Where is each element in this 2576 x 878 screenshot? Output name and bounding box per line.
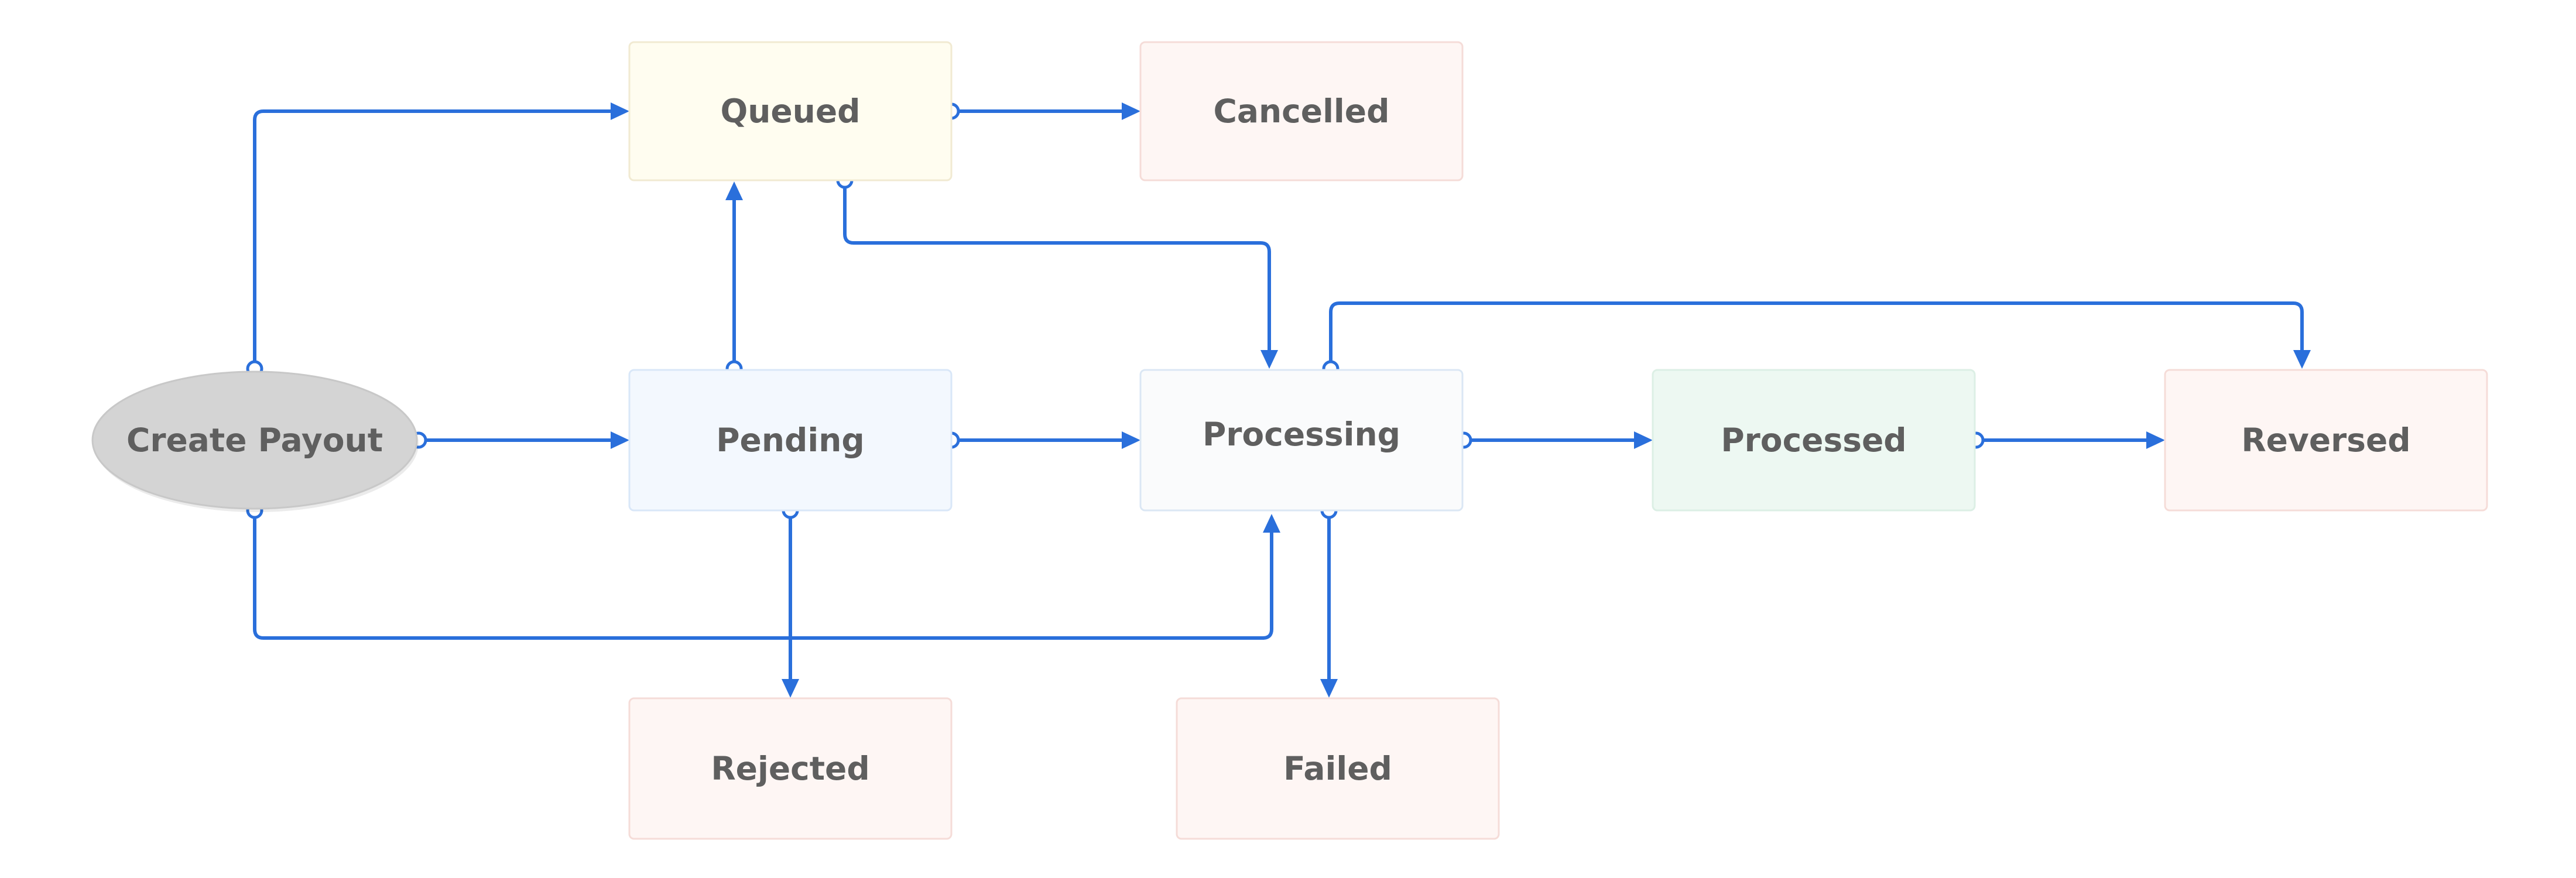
edge-pending-to-queued <box>725 181 743 378</box>
node-queued[interactable]: Queued <box>628 41 953 181</box>
edge-pending-to-rejected <box>782 502 799 698</box>
node-pending[interactable]: Pending <box>628 369 953 512</box>
edge-queued-to-processing <box>836 172 1278 369</box>
nodes: Create Payout Queued Cancelled Pending P… <box>91 41 2488 840</box>
edge-pending-to-processing <box>943 431 1140 449</box>
node-processed-label: Processed <box>1721 421 1906 459</box>
edge-create-payout-to-pending <box>410 431 629 449</box>
node-processing-label: Processing <box>1203 416 1400 453</box>
node-create-payout[interactable]: Create Payout <box>91 371 419 512</box>
node-rejected[interactable]: Rejected <box>628 697 953 840</box>
node-cancelled-label: Cancelled <box>1214 92 1390 130</box>
node-rejected-label: Rejected <box>711 750 869 787</box>
node-queued-label: Queued <box>720 92 860 130</box>
node-create-payout-label: Create Payout <box>126 421 383 459</box>
edge-processing-to-failed <box>1320 502 1338 698</box>
node-failed[interactable]: Failed <box>1176 697 1500 840</box>
edge-create-payout-to-processing <box>246 502 1280 640</box>
node-reversed[interactable]: Reversed <box>2164 369 2488 512</box>
node-cancelled[interactable]: Cancelled <box>1139 41 1464 181</box>
node-processed[interactable]: Processed <box>1652 369 1976 512</box>
edge-processed-to-reversed <box>1967 431 2165 449</box>
edge-queued-to-cancelled <box>943 102 1140 120</box>
node-reversed-label: Reversed <box>2241 421 2410 459</box>
edge-processing-to-reversed <box>1322 301 2311 378</box>
edge-processing-to-processed <box>1455 431 1653 449</box>
node-failed-label: Failed <box>1283 750 1392 787</box>
edge-create-payout-to-queued <box>246 102 629 378</box>
node-processing[interactable]: Processing <box>1139 369 1464 512</box>
node-pending-label: Pending <box>716 421 865 459</box>
